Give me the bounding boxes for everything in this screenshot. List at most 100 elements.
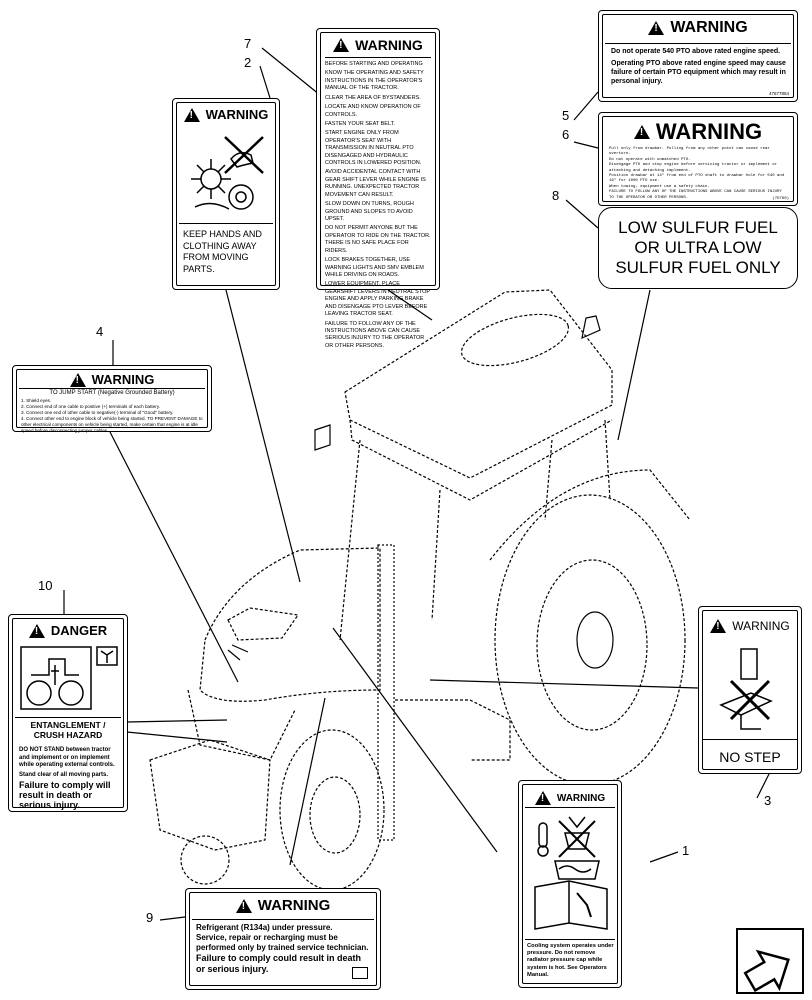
roof-hatch <box>460 313 570 367</box>
manual-book-icon <box>352 967 368 979</box>
callout-number: 7 <box>244 36 252 51</box>
leader-line-7 <box>261 47 321 96</box>
decal-bullet: Operating PTO above rated engine speed m… <box>611 60 786 86</box>
leader-line-9 <box>159 916 186 921</box>
decal-title: DANGER <box>50 623 108 638</box>
decal-line: FAILURE TO FOLLOW ANY OF THE INSTRUCTION… <box>609 190 782 200</box>
decal-line: LOWER EQUIPMENT, PLACE GEARSHIFT LEVERS … <box>325 281 430 318</box>
callout-number: 9 <box>146 910 154 925</box>
decal-1-cooling-system-warning: WARNING Cooling system operates under pr… <box>518 780 622 988</box>
decal-bullet: DO NOT STAND between tractor and impleme… <box>19 747 115 768</box>
decal-4-jump-start: WARNING TO JUMP START (Negative Grounded… <box>12 365 212 433</box>
leader-line-3 <box>756 771 771 799</box>
cab-roof <box>344 289 613 479</box>
leader-line-4b <box>109 431 239 683</box>
decal-line: Do not operate with unmatched PTO. <box>609 157 691 162</box>
exhaust-stack <box>377 544 395 841</box>
decal-8-low-sulfur-fuel: LOW SULFUR FUEL OR ULTRA LOW SULFUR FUEL… <box>598 207 798 289</box>
callout-number: 5 <box>562 108 570 123</box>
warning-triangle-icon <box>633 125 650 139</box>
decal-9-refrigerant-warning: WARNING Refrigerant (R134a) under pressu… <box>185 888 381 990</box>
callout-number: 1 <box>682 843 690 858</box>
decal-line: 2. Connect end of one cable to positive … <box>21 403 160 409</box>
decal-text: NO STEP <box>719 749 781 765</box>
hood <box>199 547 381 702</box>
leader-line-2b <box>225 289 301 583</box>
leader-line-5 <box>573 91 599 121</box>
decal-line: LOCK BRAKES TOGETHER, USE WARNING LIGHTS… <box>325 257 424 278</box>
decal-bullet: Stand clear of all moving parts. <box>19 771 109 778</box>
radiator-cap-hazard-icon <box>534 816 608 930</box>
decal-line: When towing, equipment use a safety chai… <box>609 184 710 189</box>
decal-2-keep-hands-away: WARNING KEEP HANDS AND CLOTHING AWAY FRO… <box>172 98 280 290</box>
warning-triangle-icon <box>28 623 45 638</box>
decal-line: 1. Shield eyes. <box>21 398 52 403</box>
decal-title: WARNING <box>556 792 606 804</box>
decal-text: Cooling system operates under pressure. … <box>527 943 614 978</box>
decal-line: SULFUR FUEL ONLY <box>615 258 781 278</box>
next-page-arrow-icon[interactable] <box>736 928 804 994</box>
rear-wheel <box>494 494 686 786</box>
decal-heading: ENTANGLEMENT / CRUSH HAZARD <box>30 720 106 740</box>
tractor-entanglement-icon <box>20 646 118 710</box>
callout-number: 10 <box>38 578 53 593</box>
no-step-icon <box>719 648 773 730</box>
decal-line: FAILURE TO FOLLOW ANY OF THE INSTRUCTION… <box>325 320 425 349</box>
front-wheel <box>279 729 385 891</box>
decal-line: DO NOT PERMIT ANYONE BUT THE OPERATOR TO… <box>325 225 431 254</box>
warning-triangle-icon <box>534 791 551 805</box>
leader-line-6 <box>573 141 599 149</box>
cab-frame <box>339 419 611 641</box>
warning-triangle-icon <box>235 898 252 913</box>
decal-line: Failure to comply could result in death … <box>196 953 362 975</box>
decal-title: WARNING <box>91 372 155 387</box>
decal-subtitle: TO JUMP START (Negative Grounded Battery… <box>49 390 175 396</box>
leader-line-1b <box>332 627 498 853</box>
leader-line-10b <box>126 719 228 743</box>
decal-line: Refrigerant (R134a) under pressure. <box>196 923 333 932</box>
callout-number: 4 <box>96 324 104 339</box>
warning-triangle-icon <box>333 38 350 52</box>
leader-line-9b <box>289 697 326 866</box>
callout-number: 6 <box>562 127 570 142</box>
leader-line-2 <box>259 65 271 99</box>
warning-triangle-icon <box>69 372 86 387</box>
leader-line-8b <box>617 289 651 441</box>
callout-number: 2 <box>244 55 252 70</box>
decal-3-no-step: WARNING NO STEP <box>698 606 802 774</box>
decal-line: 3. Connect one end of other cable to neg… <box>21 409 174 415</box>
decal-line: SLOW DOWN ON TURNS, ROUGH GROUND AND SLO… <box>325 201 414 223</box>
decal-title: WARNING <box>655 119 763 144</box>
decal-code: (7D700) <box>772 197 789 201</box>
decal-line: FASTEN YOUR SEAT BELT. <box>325 120 395 127</box>
decal-title: WARNING <box>205 107 269 122</box>
decal-line: BEFORE STARTING AND OPERATING <box>325 61 423 67</box>
decal-5-pto-warning: WARNING Do not operate 540 PTO above rat… <box>598 10 798 102</box>
warning-triangle-icon <box>183 107 200 122</box>
decal-line: 4. Connect other end to engine block of … <box>21 415 203 433</box>
decal-code: 47677854 <box>768 91 789 96</box>
decal-title: WARNING <box>257 897 331 914</box>
decal-6-drawbar-warning: WARNING Pull only from drawbar. Pulling … <box>598 112 798 206</box>
decal-line: LOCATE AND KNOW OPERATION OF CONTROLS. <box>325 104 421 118</box>
decal-line: Service, repair or recharging must be pe… <box>196 933 369 952</box>
warning-triangle-icon <box>710 619 727 633</box>
decal-line: OR ULTRA LOW <box>634 238 762 258</box>
decal-10-danger-entanglement: DANGER ENTANGLEMENT / CRUSH HAZARD DO NO… <box>8 614 128 812</box>
rear-fender <box>489 469 691 561</box>
leader-line-3b <box>429 679 699 689</box>
callout-number: 8 <box>552 188 560 203</box>
decal-7-operating-warning: WARNING BEFORE STARTING AND OPERATING KN… <box>316 28 440 349</box>
decal-line: START ENGINE ONLY FROM OPERATOR'S SEAT W… <box>325 130 422 167</box>
decal-line: AVOID ACCIDENTAL CONTACT WITH GEAR SHIFT… <box>325 169 426 198</box>
decal-line: LOW SULFUR FUEL <box>618 218 778 237</box>
decal-title: WARNING <box>670 19 748 36</box>
decal-footer: Failure to comply will result in death o… <box>19 780 111 810</box>
decal-line: CLEAR THE AREA OF BYSTANDERS. <box>325 94 421 101</box>
decal-title: WARNING <box>732 619 790 633</box>
leader-line-1 <box>649 851 679 863</box>
decal-text: KEEP HANDS AND CLOTHING AWAY FROM MOVING… <box>183 229 262 275</box>
decal-title: WARNING <box>355 37 423 53</box>
callout-number: 3 <box>764 793 772 808</box>
